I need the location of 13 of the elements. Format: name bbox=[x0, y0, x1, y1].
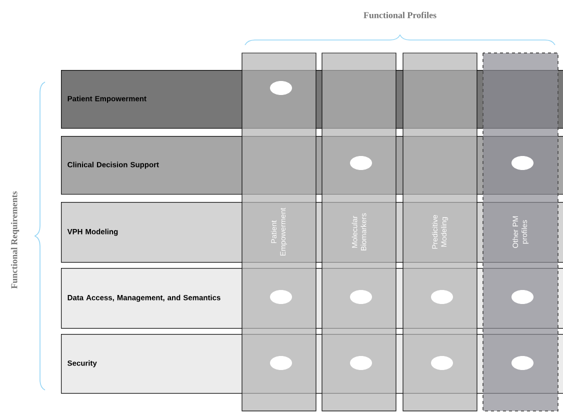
dot bbox=[270, 356, 292, 370]
dot bbox=[350, 290, 372, 304]
dot bbox=[512, 356, 534, 370]
dot bbox=[512, 156, 534, 170]
axis-title: Functional Profiles bbox=[364, 12, 436, 18]
dot bbox=[431, 356, 453, 370]
dot bbox=[270, 290, 292, 304]
dot bbox=[350, 356, 372, 370]
axis-title: Functional Requirements bbox=[10, 191, 20, 289]
dot bbox=[512, 290, 534, 304]
dot bbox=[270, 81, 292, 95]
dot bbox=[350, 156, 372, 170]
dot bbox=[431, 290, 453, 304]
